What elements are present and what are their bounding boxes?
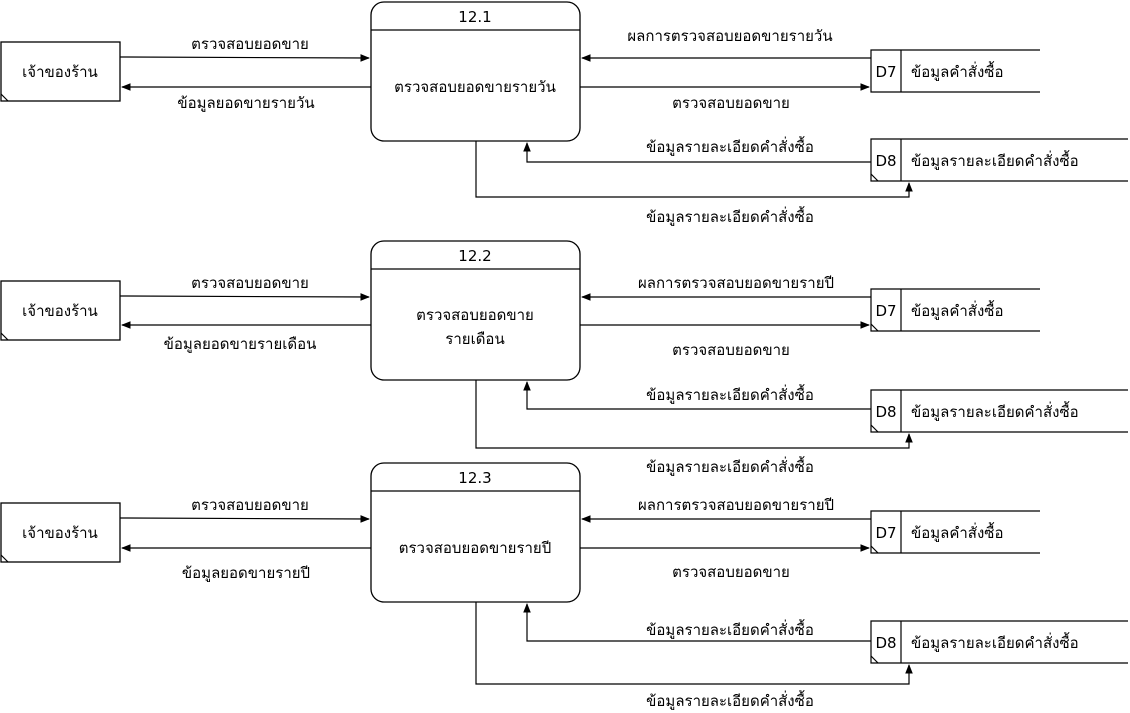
data-store-d7[interactable]: D7 ข้อมูลคำสั่งซื้อ <box>870 288 1040 332</box>
process-name: ตรวจสอบยอดขาย <box>416 306 534 324</box>
flow-entity-to-process <box>119 515 370 523</box>
data-store-name: ข้อมูลรายละเอียดคำสั่งซื้อ <box>911 150 1079 170</box>
process-12-3[interactable]: 12.3 ตรวจสอบยอดขายรายปี <box>370 462 581 603</box>
process-number: 12.1 <box>458 8 491 26</box>
process-12-2[interactable]: 12.2 ตรวจสอบยอดขาย รายเดือน <box>370 240 581 381</box>
flow-entity-to-process <box>119 54 370 62</box>
process-group-3: เจ้าของร้าน 12.3 ตรวจสอบยอดขายรายปี D7 ข… <box>0 462 1128 710</box>
flow-label: ตรวจสอบยอดขาย <box>672 94 790 112</box>
flow-label: ข้อมูลยอดขายรายวัน <box>177 94 314 112</box>
data-store-id: D7 <box>875 302 896 320</box>
external-entity-owner[interactable]: เจ้าของร้าน <box>0 280 121 341</box>
flow-label: ตรวจสอบยอดขาย <box>191 496 309 514</box>
data-store-d8[interactable]: D8 ข้อมูลรายละเอียดคำสั่งซื้อ <box>870 620 1128 664</box>
process-name: ตรวจสอบยอดขายรายปี <box>399 539 552 557</box>
flow-label: ตรวจสอบยอดขาย <box>672 341 790 359</box>
external-entity-owner[interactable]: เจ้าของร้าน <box>0 41 121 102</box>
flow-label: ตรวจสอบยอดขาย <box>191 35 309 53</box>
flow-label: ข้อมูลรายละเอียดคำสั่งซื้อ <box>646 136 814 156</box>
flow-label: ข้อมูลยอดขายรายปี <box>182 564 310 582</box>
process-group-1: เจ้าของร้าน 12.1 ตรวจสอบยอดขายรายวัน D7 … <box>0 1 1128 226</box>
data-store-id: D8 <box>875 403 896 421</box>
flow-label: ผลการตรวจสอบยอดขายรายปี <box>638 496 834 514</box>
flow-d8-to-process <box>523 381 871 410</box>
flow-process-to-d8 <box>475 380 913 449</box>
process-name-line2: รายเดือน <box>445 330 504 348</box>
data-store-id: D8 <box>875 634 896 652</box>
data-store-name: ข้อมูลรายละเอียดคำสั่งซื้อ <box>911 632 1079 652</box>
data-store-name: ข้อมูลคำสั่งซื้อ <box>911 300 1003 320</box>
flow-label: ข้อมูลรายละเอียดคำสั่งซื้อ <box>646 384 814 404</box>
flow-process-to-d8 <box>475 602 913 685</box>
flow-label: ผลการตรวจสอบยอดขายรายวัน <box>627 27 832 45</box>
data-store-id: D8 <box>875 152 896 170</box>
external-entity-label: เจ้าของร้าน <box>22 63 98 81</box>
data-store-name: ข้อมูลคำสั่งซื้อ <box>911 61 1003 81</box>
data-store-d8[interactable]: D8 ข้อมูลรายละเอียดคำสั่งซื้อ <box>870 138 1128 182</box>
flow-label: ผลการตรวจสอบยอดขายรายปี <box>638 274 834 292</box>
data-store-d7[interactable]: D7 ข้อมูลคำสั่งซื้อ <box>870 49 1040 93</box>
data-store-d8[interactable]: D8 ข้อมูลรายละเอียดคำสั่งซื้อ <box>870 389 1128 433</box>
external-entity-label: เจ้าของร้าน <box>22 524 98 542</box>
data-store-name: ข้อมูลคำสั่งซื้อ <box>911 522 1003 542</box>
flow-d8-to-process <box>523 142 871 163</box>
external-entity-owner[interactable]: เจ้าของร้าน <box>0 502 121 563</box>
process-name: ตรวจสอบยอดขายรายวัน <box>394 78 556 96</box>
external-entity-label: เจ้าของร้าน <box>22 302 98 320</box>
flow-label: ข้อมูลยอดขายรายเดือน <box>164 335 317 353</box>
data-store-d7[interactable]: D7 ข้อมูลคำสั่งซื้อ <box>870 510 1040 554</box>
data-store-name: ข้อมูลรายละเอียดคำสั่งซื้อ <box>911 401 1079 421</box>
process-12-1[interactable]: 12.1 ตรวจสอบยอดขายรายวัน <box>370 1 581 142</box>
flow-label: ข้อมูลรายละเอียดคำสั่งซื้อ <box>646 619 814 639</box>
process-number: 12.2 <box>458 247 491 265</box>
data-store-id: D7 <box>875 63 896 81</box>
flow-entity-to-process <box>119 293 370 301</box>
process-number: 12.3 <box>458 469 491 487</box>
flow-process-to-d8 <box>475 141 913 198</box>
flow-label: ตรวจสอบยอดขาย <box>191 274 309 292</box>
flow-d8-to-process <box>523 603 871 642</box>
process-group-2: เจ้าของร้าน 12.2 ตรวจสอบยอดขาย รายเดือน … <box>0 240 1128 476</box>
flow-label: ตรวจสอบยอดขาย <box>672 563 790 581</box>
flow-label: ข้อมูลรายละเอียดคำสั่งซื้อ <box>646 456 814 476</box>
data-store-id: D7 <box>875 524 896 542</box>
flow-label: ข้อมูลรายละเอียดคำสั่งซื้อ <box>646 206 814 226</box>
flow-label: ข้อมูลรายละเอียดคำสั่งซื้อ <box>646 690 814 710</box>
